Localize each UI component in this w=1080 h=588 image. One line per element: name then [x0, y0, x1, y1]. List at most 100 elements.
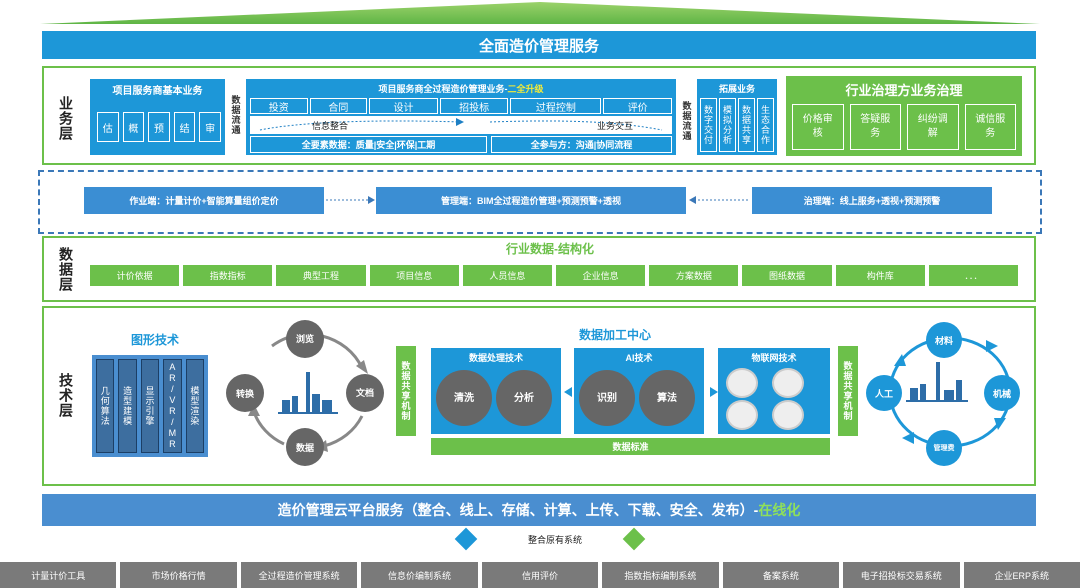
data-center-title: 数据加工中心 — [578, 327, 651, 342]
system-filing: 备案系统 — [722, 562, 840, 588]
full-process-title: 项目服务商全过程造价管理业务-二全升级 — [246, 81, 676, 95]
governance-title: 行业治理方业务治理 — [845, 82, 963, 98]
basic-item-gai: 概 — [122, 112, 145, 142]
data-layer-frame — [42, 236, 1036, 302]
diamond-icon-right — [622, 527, 646, 551]
data-item-index: 指数指标 — [183, 265, 273, 286]
gov-item-qa: 答疑服务 — [849, 104, 901, 150]
data-layer-label: 数据层 — [58, 246, 74, 292]
full-process-upgrade: 二全升级 — [507, 83, 544, 94]
tech-layer-frame — [42, 306, 1036, 486]
graphics-item-render: 模型渲染 — [185, 359, 205, 453]
system-pricing-tool: 计量计价工具 — [0, 562, 117, 588]
business-layer-frame — [42, 66, 1036, 165]
ext-item-eco-coop: 生态合作 — [757, 98, 774, 152]
graphics-item-engine: 显示引擎 — [140, 359, 160, 453]
tab-design: 设计 — [369, 98, 438, 114]
flow-right-label: 数据流通 — [681, 101, 692, 141]
data-item-drawing-data: 图纸数据 — [742, 265, 832, 286]
ai-item-recognize: 识别 — [579, 370, 635, 426]
data-item-pricing-basis: 计价依据 — [90, 265, 180, 286]
info-integrate-label: 信息整合 — [312, 121, 349, 131]
cycle-data: 数据 — [286, 428, 324, 466]
tab-invest: 投资 — [250, 98, 308, 114]
gov-item-credit: 诚信服务 — [964, 104, 1016, 150]
tab-evaluation: 评价 — [603, 98, 673, 114]
city-skyline-icon-right — [906, 362, 968, 402]
system-e-bidding: 电子招投标交易系统 — [843, 562, 960, 588]
data-item-project-info: 项目信息 — [369, 265, 459, 286]
tab-process-control: 过程控制 — [510, 98, 602, 114]
iot-hardware-icon — [772, 400, 804, 430]
graphics-title: 图形技术 — [130, 332, 179, 347]
city-skyline-icon — [278, 372, 338, 414]
basic-item-shen: 审 — [199, 112, 221, 142]
basic-item-jie: 结 — [173, 112, 196, 142]
full-process-title-text: 项目服务商全过程造价管理业务- — [378, 83, 508, 94]
basic-item-yu: 预 — [148, 112, 170, 142]
system-info-price: 信息价编制系统 — [361, 562, 478, 588]
top-banner: 全面造价管理服务 — [42, 31, 1036, 59]
center-arrows — [564, 387, 718, 397]
cloud-platform-bar: 造价管理云平台服务（整合、线上、存储、计算、上传、下载、安全、发布）-在线化 — [42, 494, 1036, 526]
tab-bidding: 招投标 — [439, 98, 509, 114]
ext-item-sim-analysis: 模拟分析 — [719, 98, 736, 152]
system-index: 指数指标编制系统 — [602, 562, 719, 588]
roof-shape — [40, 2, 1040, 24]
diamond-icon-left — [454, 527, 478, 551]
data-items: 计价依据 指数指标 典型工程 项目信息 人员信息 企业信息 方案数据 图纸数据 … — [90, 265, 1019, 286]
integrate-legacy-label: 整合原有系统 — [527, 534, 582, 545]
graphics-panel: 几何算法 造型建模 显示引擎 AR/VR/MR 模型渲染 — [92, 355, 208, 457]
data-item-enterprise-info: 企业信息 — [556, 265, 646, 286]
ext-item-digital-delivery: 数字交付 — [700, 98, 717, 152]
basic-business-title: 项目服务商基本业务 — [112, 85, 203, 97]
tab-contract: 合同 — [309, 98, 368, 114]
graphics-item-arvrmr: AR/VR/MR — [163, 359, 182, 453]
graphics-item-modeling: 造型建模 — [118, 359, 137, 453]
ai-title: AI技术 — [625, 352, 653, 363]
basic-items: 估 概 预 结 审 — [97, 112, 221, 142]
basic-item-gu: 估 — [97, 112, 119, 142]
data-item-scheme-data: 方案数据 — [649, 265, 739, 286]
proc-title: 数据处理技术 — [468, 352, 523, 363]
gov-item-price-review: 价格审核 — [792, 104, 844, 150]
all-parties: 全参与方：沟通|协同流程 — [491, 136, 672, 153]
iot-title: 物联网技术 — [751, 352, 797, 363]
right-cycle-machinery: 机械 — [984, 375, 1020, 411]
cycle-document: 文档 — [346, 374, 384, 412]
ext-item-data-share: 数据共享 — [738, 98, 755, 152]
ext-business-title: 拓展业务 — [718, 83, 755, 94]
share-mechanism-left: 数据共享机制 — [396, 346, 416, 436]
system-credit: 信用评价 — [481, 562, 599, 588]
bottom-systems: 计量计价工具 市场价格行情 全过程造价管理系统 信息价编制系统 信用评价 指数指… — [0, 562, 1080, 588]
gov-item-dispute: 纠纷调解 — [907, 104, 959, 150]
data-item-more: ．．． — [928, 265, 1019, 286]
iot-device-icon — [726, 368, 758, 398]
data-standard-bar: 数据标准 — [431, 438, 830, 455]
flow-strip — [250, 116, 672, 134]
system-full-process: 全过程造价管理系统 — [240, 562, 358, 588]
terminal-manage: 管理端：BIM全过程造价管理+预测预警+透视 — [376, 187, 686, 214]
data-item-typical-projects: 典型工程 — [276, 265, 366, 286]
biz-interact-label: 业务交互 — [597, 121, 634, 131]
iot-robot-icon — [772, 368, 804, 398]
terminal-govern: 治理端：线上服务+透视+预测预警 — [752, 187, 992, 214]
ext-business-panel — [697, 79, 777, 155]
proc-item-analyze: 分析 — [496, 370, 552, 426]
terminal-work: 作业端：计量计价+智能算量组价定价 — [84, 187, 324, 214]
data-item-component-lib: 构件库 — [835, 265, 925, 286]
flow-left-label: 数据流通 — [230, 95, 241, 135]
graphics-item-geometry: 几何算法 — [96, 359, 115, 453]
all-elements-data: 全要素数据：质量|安全|环保|工期 — [250, 136, 487, 153]
governance-items: 价格审核 答疑服务 纠纷调解 诚信服务 — [792, 104, 1016, 150]
right-cycle-labor: 人工 — [866, 375, 902, 411]
right-cycle-material: 材料 — [926, 322, 962, 358]
terminals-frame — [38, 170, 1042, 234]
system-erp: 企业ERP系统 — [963, 562, 1080, 588]
data-item-personnel-info: 人员信息 — [462, 265, 553, 286]
system-market-price: 市场价格行情 — [120, 562, 237, 588]
tech-layer-label: 技术层 — [58, 372, 74, 418]
iot-scanner-icon — [726, 400, 758, 430]
ext-items: 数字交付 模拟分析 数据共享 生态合作 — [700, 98, 774, 152]
cycle-convert: 转换 — [226, 374, 264, 412]
